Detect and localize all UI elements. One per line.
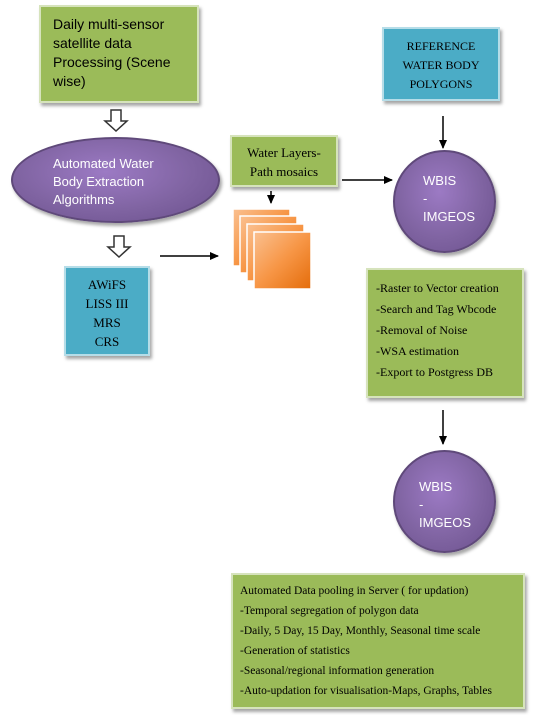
reference-line: REFERENCE <box>406 39 476 53</box>
input-data-line: wise) <box>53 73 86 89</box>
water-layers-line: Path mosaics <box>249 164 319 179</box>
wbis-line: WBIS <box>419 479 453 494</box>
processing-step: -Search and Tag Wbcode <box>376 302 497 316</box>
mosaic-stack <box>232 208 312 290</box>
pooling-item: -Daily, 5 Day, 15 Day, Monthly, Seasonal… <box>240 625 481 637</box>
wbis-line: WBIS <box>423 173 457 188</box>
input-data-box: Daily multi-sensor satellite data Proces… <box>39 5 199 103</box>
water-layers-box: Water Layers- Path mosaics <box>230 135 338 187</box>
water-layers-line: Water Layers- <box>247 145 321 160</box>
sensors-box: AWiFS LISS III MRS CRS <box>64 266 150 356</box>
mosaic-tile-4 <box>253 231 312 290</box>
wbis-line: IMGEOS <box>423 209 476 224</box>
input-data-line: Processing (Scene <box>53 54 171 70</box>
input-data-line: satellite data <box>53 35 132 51</box>
wbis-line: IMGEOS <box>419 515 472 530</box>
wbis-imgeos-circle-top: WBIS - IMGEOS <box>393 150 496 253</box>
processing-steps-box: -Raster to Vector creation -Search and T… <box>366 268 524 398</box>
wbis-line: - <box>423 191 428 206</box>
hollow-down-arrow-2 <box>106 235 132 259</box>
processing-step: -WSA estimation <box>376 344 459 358</box>
processing-step: -Removal of Noise <box>376 323 468 337</box>
wbis-imgeos-circle-bottom: WBIS - IMGEOS <box>393 450 496 553</box>
processing-step: -Export to Postgress DB <box>376 365 493 379</box>
sensor-item: CRS <box>94 334 120 349</box>
pooling-item: -Generation of statistics <box>240 645 350 657</box>
pooling-item: -Temporal segregation of polygon data <box>240 605 419 617</box>
pooling-item: Automated Data pooling in Server ( for u… <box>240 585 469 597</box>
pooling-item: -Seasonal/regional information generatio… <box>240 665 435 677</box>
pooling-item: -Auto-updation for visualisation-Maps, G… <box>240 685 492 697</box>
extraction-line: Algorithms <box>53 192 115 207</box>
extraction-line: Body Extraction <box>53 174 145 189</box>
wbis-line: - <box>419 497 424 512</box>
sensor-item: MRS <box>93 315 121 330</box>
input-data-line: Daily multi-sensor <box>53 16 165 32</box>
sensor-item: AWiFS <box>87 277 127 292</box>
data-pooling-box: Automated Data pooling in Server ( for u… <box>231 573 525 709</box>
extraction-algorithms-ellipse: Automated Water Body Extraction Algorith… <box>11 137 220 223</box>
extraction-line: Automated Water <box>53 156 154 171</box>
processing-step: -Raster to Vector creation <box>376 281 499 295</box>
reference-line: WATER BODY <box>402 58 480 72</box>
hollow-down-arrow-1 <box>103 109 129 133</box>
sensor-item: LISS III <box>85 296 129 311</box>
reference-line: POLYGONS <box>409 77 473 91</box>
reference-polygons-box: REFERENCE WATER BODY POLYGONS <box>382 27 500 101</box>
